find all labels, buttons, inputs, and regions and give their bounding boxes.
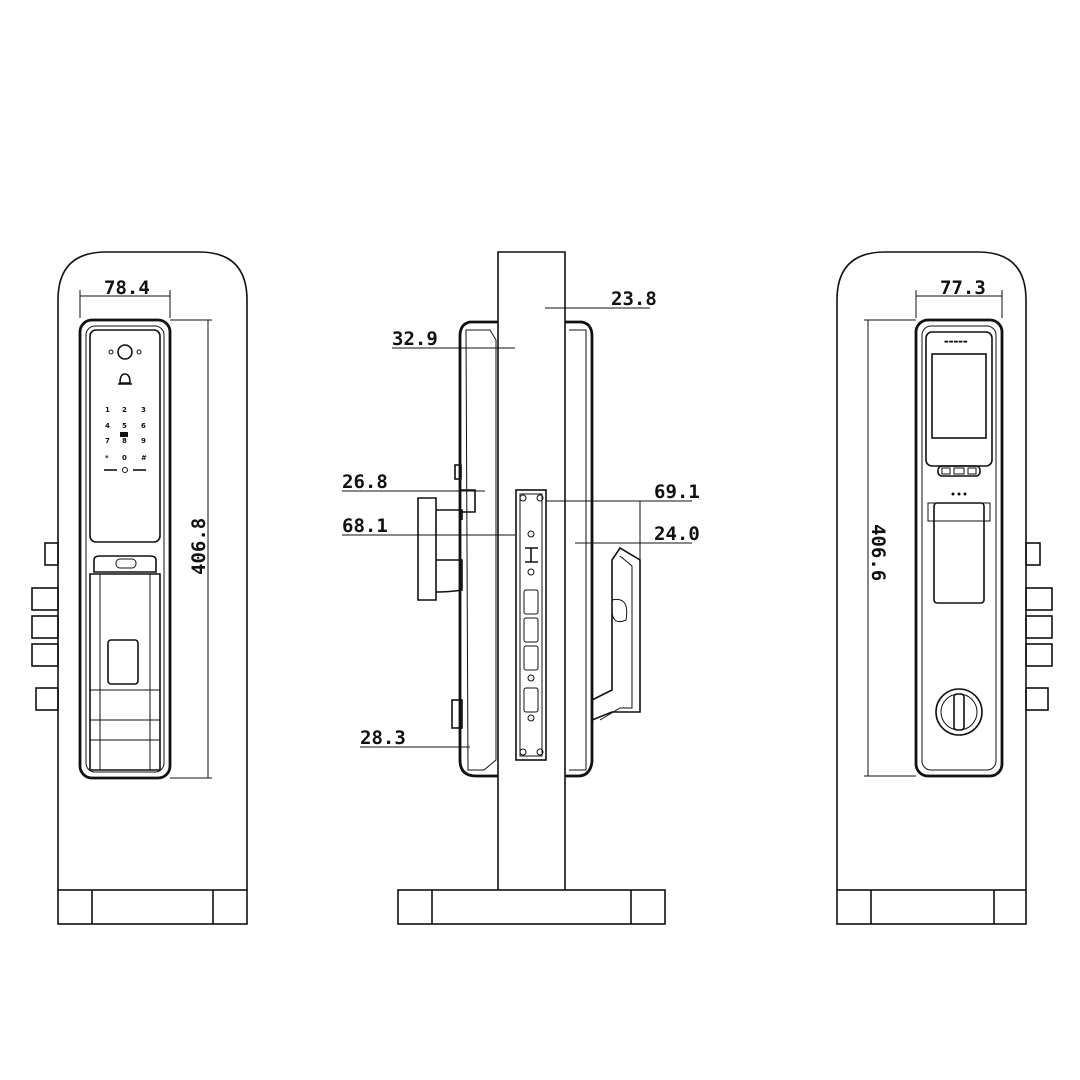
back-door-base <box>836 889 1027 925</box>
back-display-bezel <box>925 331 993 467</box>
front-keypad-panel <box>89 329 161 543</box>
back-display-screen <box>931 353 987 439</box>
side-front-lock <box>417 320 498 778</box>
dim-bottom-label: 28.3 <box>360 727 406 749</box>
back-door-outline <box>836 251 1027 890</box>
thumb-turn-icon[interactable] <box>935 688 983 736</box>
back-width-label: 77.3 <box>940 277 986 299</box>
back-view: ▬▬▬▬▬ 77.3 406.6 <box>836 251 1053 925</box>
side-knob[interactable] <box>417 497 437 601</box>
back-control-buttons[interactable] <box>937 465 981 477</box>
front-view: 1 2 3 4 5 6 7 8 9 * 0 # <box>31 251 248 925</box>
key-7[interactable]: 7 <box>105 437 110 445</box>
front-height-label: 406.8 <box>188 518 210 575</box>
fingerprint-sensor-icon <box>107 639 139 685</box>
key-5[interactable]: 5 <box>122 422 127 430</box>
dim-handle-top-label: 32.9 <box>392 328 438 350</box>
keypad: 1 2 3 4 5 6 7 8 9 * 0 # <box>104 406 147 473</box>
key-4[interactable]: 4 <box>105 422 110 430</box>
side-back-lock <box>565 320 641 778</box>
dim-knob-depth-label: 68.1 <box>342 515 388 537</box>
key-1[interactable]: 1 <box>105 406 110 414</box>
key-0[interactable]: 0 <box>122 454 127 462</box>
front-door-outline <box>57 251 248 890</box>
back-battery-cover[interactable] <box>933 502 985 604</box>
dim-knob-label: 26.8 <box>342 471 388 493</box>
front-width-dimension: 78.4 <box>79 277 171 318</box>
key-star[interactable]: * <box>105 454 109 462</box>
back-latch-bolts <box>1025 542 1053 711</box>
front-height-dimension: 406.8 <box>170 319 212 779</box>
dim-right-top-label: 69.1 <box>654 481 700 503</box>
side-view: 23.8 32.9 26.8 69.1 68.1 24.0 28.3 <box>342 251 700 925</box>
bell-icon <box>118 373 132 385</box>
key-hash[interactable]: # <box>141 454 147 462</box>
back-height-label: 406.6 <box>867 524 889 581</box>
side-lever-handle[interactable] <box>591 546 641 721</box>
front-width-label: 78.4 <box>104 277 150 299</box>
back-height-dimension: 406.6 <box>864 319 916 777</box>
back-brand-logo: ▬▬▬▬▬ <box>944 339 968 345</box>
key-8[interactable]: 8 <box>122 437 127 445</box>
key-9[interactable]: 9 <box>141 437 146 445</box>
back-lock-body <box>914 318 1004 778</box>
camera-icon <box>117 344 133 360</box>
key-6[interactable]: 6 <box>141 422 146 430</box>
key-2[interactable]: 2 <box>122 406 127 414</box>
side-mortise-faceplate <box>515 489 547 761</box>
key-3[interactable]: 3 <box>141 406 146 414</box>
side-dimensions: 23.8 32.9 26.8 69.1 68.1 24.0 28.3 <box>342 272 700 749</box>
dim-top-offset-label: 23.8 <box>611 288 657 310</box>
dim-right-mid-label: 24.0 <box>654 523 700 545</box>
front-door-base <box>57 889 248 925</box>
side-door-base <box>397 889 666 925</box>
back-width-dimension: 77.3 <box>915 277 1003 318</box>
front-lock-body <box>78 318 172 780</box>
side-door-slab <box>497 251 566 890</box>
front-pull-handle[interactable] <box>89 555 161 771</box>
front-latch-bolts <box>31 542 59 711</box>
